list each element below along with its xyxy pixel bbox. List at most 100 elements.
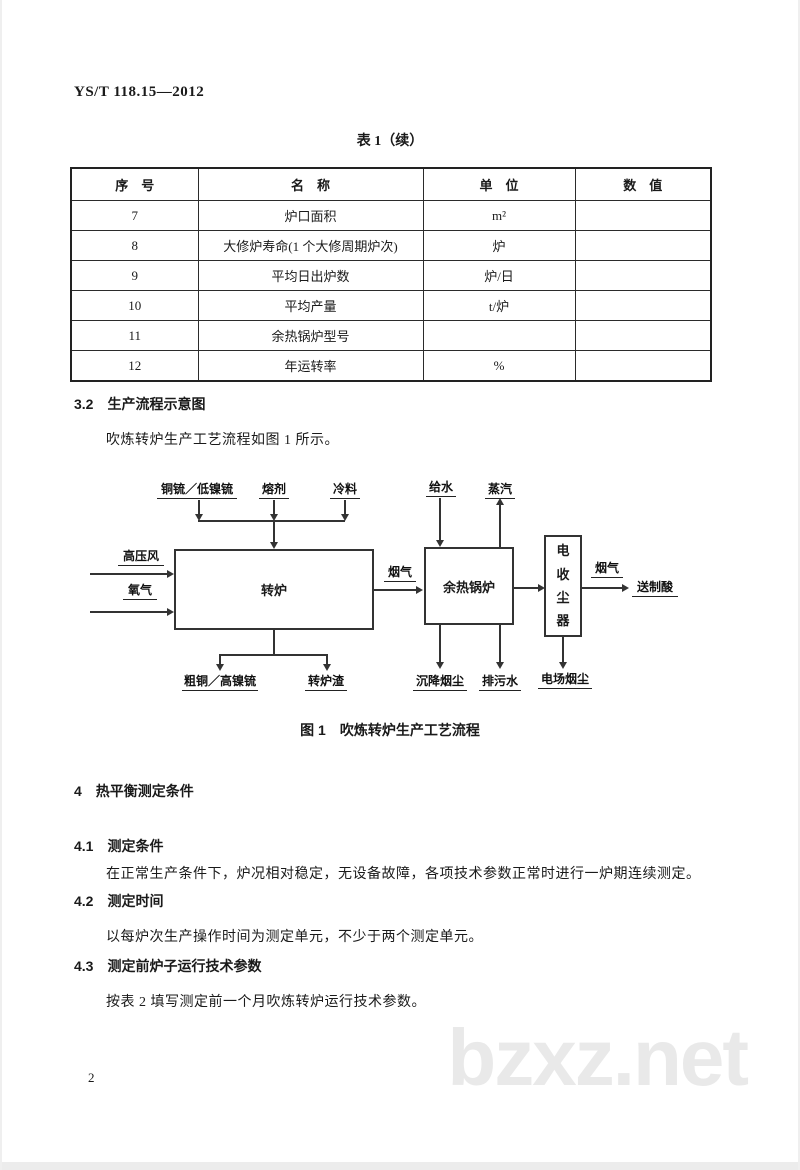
cell-unit: % xyxy=(422,350,576,382)
table-row: 7 炉口面积 m² xyxy=(70,200,712,231)
table-title: 表 1（续） xyxy=(356,134,424,149)
cell-unit xyxy=(422,320,576,351)
arrow-down-icon xyxy=(436,662,444,669)
flow-line xyxy=(499,625,501,664)
cell-value xyxy=(574,290,712,321)
section-3-2-body: 吹炼转炉生产工艺流程如图 1 所示。 xyxy=(106,433,339,448)
section-3-2-heading: 3.2 生产流程示意图 xyxy=(74,396,206,412)
label-flux: 熔剂 xyxy=(259,482,289,499)
cell-name: 年运转率 xyxy=(197,350,424,382)
cell-value xyxy=(574,200,712,231)
arrow-up-icon xyxy=(496,498,504,505)
col-header-unit: 单 位 xyxy=(422,167,576,201)
col-header-value: 数 值 xyxy=(574,167,712,201)
cell-no: 8 xyxy=(70,230,199,261)
label-flue-gas-1: 烟气 xyxy=(384,565,416,582)
arrow-down-icon xyxy=(270,542,278,549)
cell-value xyxy=(574,260,712,291)
arrow-right-icon xyxy=(622,584,629,592)
label-settled-dust: 沉降烟尘 xyxy=(413,674,467,691)
cell-unit: m² xyxy=(422,200,576,231)
cell-name: 大修炉寿命(1 个大修周期炉次) xyxy=(197,230,424,261)
cell-name: 平均日出炉数 xyxy=(197,260,424,291)
section-4-heading: 4 热平衡测定条件 xyxy=(74,783,194,799)
cell-unit: 炉/日 xyxy=(422,260,576,291)
flow-line xyxy=(562,637,564,664)
flow-line xyxy=(439,625,441,664)
arrow-right-icon xyxy=(538,584,545,592)
arrow-down-icon xyxy=(436,540,444,547)
cell-no: 10 xyxy=(70,290,199,321)
waste-heat-boiler-label: 余热锅炉 xyxy=(442,579,495,595)
flow-line xyxy=(374,589,417,591)
waste-heat-boiler-box: 余热锅炉 xyxy=(424,547,514,625)
converter-box: 转炉 xyxy=(174,549,374,630)
arrow-down-icon xyxy=(270,514,278,521)
label-field-dust: 电场烟尘 xyxy=(538,672,592,689)
label-flue-gas-2: 烟气 xyxy=(591,561,623,578)
converter-label: 转炉 xyxy=(260,583,287,598)
flow-line xyxy=(219,654,327,656)
table-row: 10 平均产量 t/炉 xyxy=(70,290,712,321)
col-header-no: 序 号 xyxy=(70,167,199,201)
flow-line xyxy=(90,611,168,613)
cell-value xyxy=(574,350,712,382)
label-copper-matte: 铜锍／低镍锍 xyxy=(157,482,237,499)
cell-unit: 炉 xyxy=(422,230,576,261)
flow-line xyxy=(219,654,221,666)
cell-no: 9 xyxy=(70,260,199,291)
section-4-1-heading: 4.1 测定条件 xyxy=(74,838,164,854)
label-feed-water: 给水 xyxy=(426,480,456,497)
section-4-2-heading: 4.2 测定时间 xyxy=(74,893,164,909)
table-header-row: 序 号 名 称 单 位 数 值 xyxy=(70,167,712,201)
flow-line xyxy=(439,498,441,542)
flow-line xyxy=(90,573,168,575)
cell-name: 余热锅炉型号 xyxy=(197,320,424,351)
flow-line xyxy=(273,520,275,543)
figure-1-caption: 图 1 吹炼转炉生产工艺流程 xyxy=(300,722,480,738)
section-4-1-body: 在正常生产条件下，炉况相对稳定，无设备故障，各项技术参数正常时进行一炉期连续测定… xyxy=(106,867,701,882)
flow-line xyxy=(198,500,200,516)
arrow-down-icon xyxy=(323,664,331,671)
cell-name: 平均产量 xyxy=(197,290,424,321)
scan-edge xyxy=(2,1162,798,1170)
page-number: 2 xyxy=(88,1070,95,1085)
arrow-right-icon xyxy=(416,586,423,594)
arrow-right-icon xyxy=(167,608,174,616)
figure-1-flow-diagram: 铜锍／低镍锍 熔剂 冷料 转炉 高压风 氧气 烟气 余热锅炉 xyxy=(2,470,798,756)
col-header-name: 名 称 xyxy=(197,167,424,201)
label-to-acid-plant: 送制酸 xyxy=(632,580,678,597)
label-oxygen: 氧气 xyxy=(123,583,157,600)
table-1-continued: 序 号 名 称 单 位 数 值 7 炉口面积 m² 8 大修炉寿命(1 个大修周… xyxy=(70,167,712,382)
cell-no: 11 xyxy=(70,320,199,351)
arrow-down-icon xyxy=(195,514,203,521)
cell-no: 12 xyxy=(70,350,199,382)
section-4-3-body: 按表 2 填写测定前一个月吹炼转炉运行技术参数。 xyxy=(106,995,426,1010)
cell-unit: t/炉 xyxy=(422,290,576,321)
label-steam: 蒸汽 xyxy=(485,482,515,499)
label-waste-water: 排污水 xyxy=(479,674,521,691)
watermark: bzxz.net xyxy=(447,1013,749,1102)
label-crude-copper: 粗铜／高镍锍 xyxy=(182,674,258,691)
flow-line xyxy=(273,630,275,654)
flow-line xyxy=(198,520,345,522)
arrow-down-icon xyxy=(216,664,224,671)
section-4-3-heading: 4.3 测定前炉子运行技术参数 xyxy=(74,958,262,974)
label-converter-slag: 转炉渣 xyxy=(305,674,347,691)
arrow-right-icon xyxy=(167,570,174,578)
table-row: 12 年运转率 % xyxy=(70,350,712,382)
electrostatic-precipitator-label: 电收尘器 xyxy=(556,543,570,629)
table-row: 11 余热锅炉型号 xyxy=(70,320,712,351)
arrow-down-icon xyxy=(341,514,349,521)
label-high-pressure-air: 高压风 xyxy=(118,549,164,566)
cell-value xyxy=(574,230,712,261)
flow-line xyxy=(514,587,539,589)
label-cold-material: 冷料 xyxy=(330,482,360,499)
cell-no: 7 xyxy=(70,200,199,231)
flow-line xyxy=(499,503,501,547)
cell-name: 炉口面积 xyxy=(197,200,424,231)
standard-code: YS/T 118.15—2012 xyxy=(74,84,205,100)
flow-line xyxy=(326,654,328,666)
flow-line xyxy=(273,500,275,516)
